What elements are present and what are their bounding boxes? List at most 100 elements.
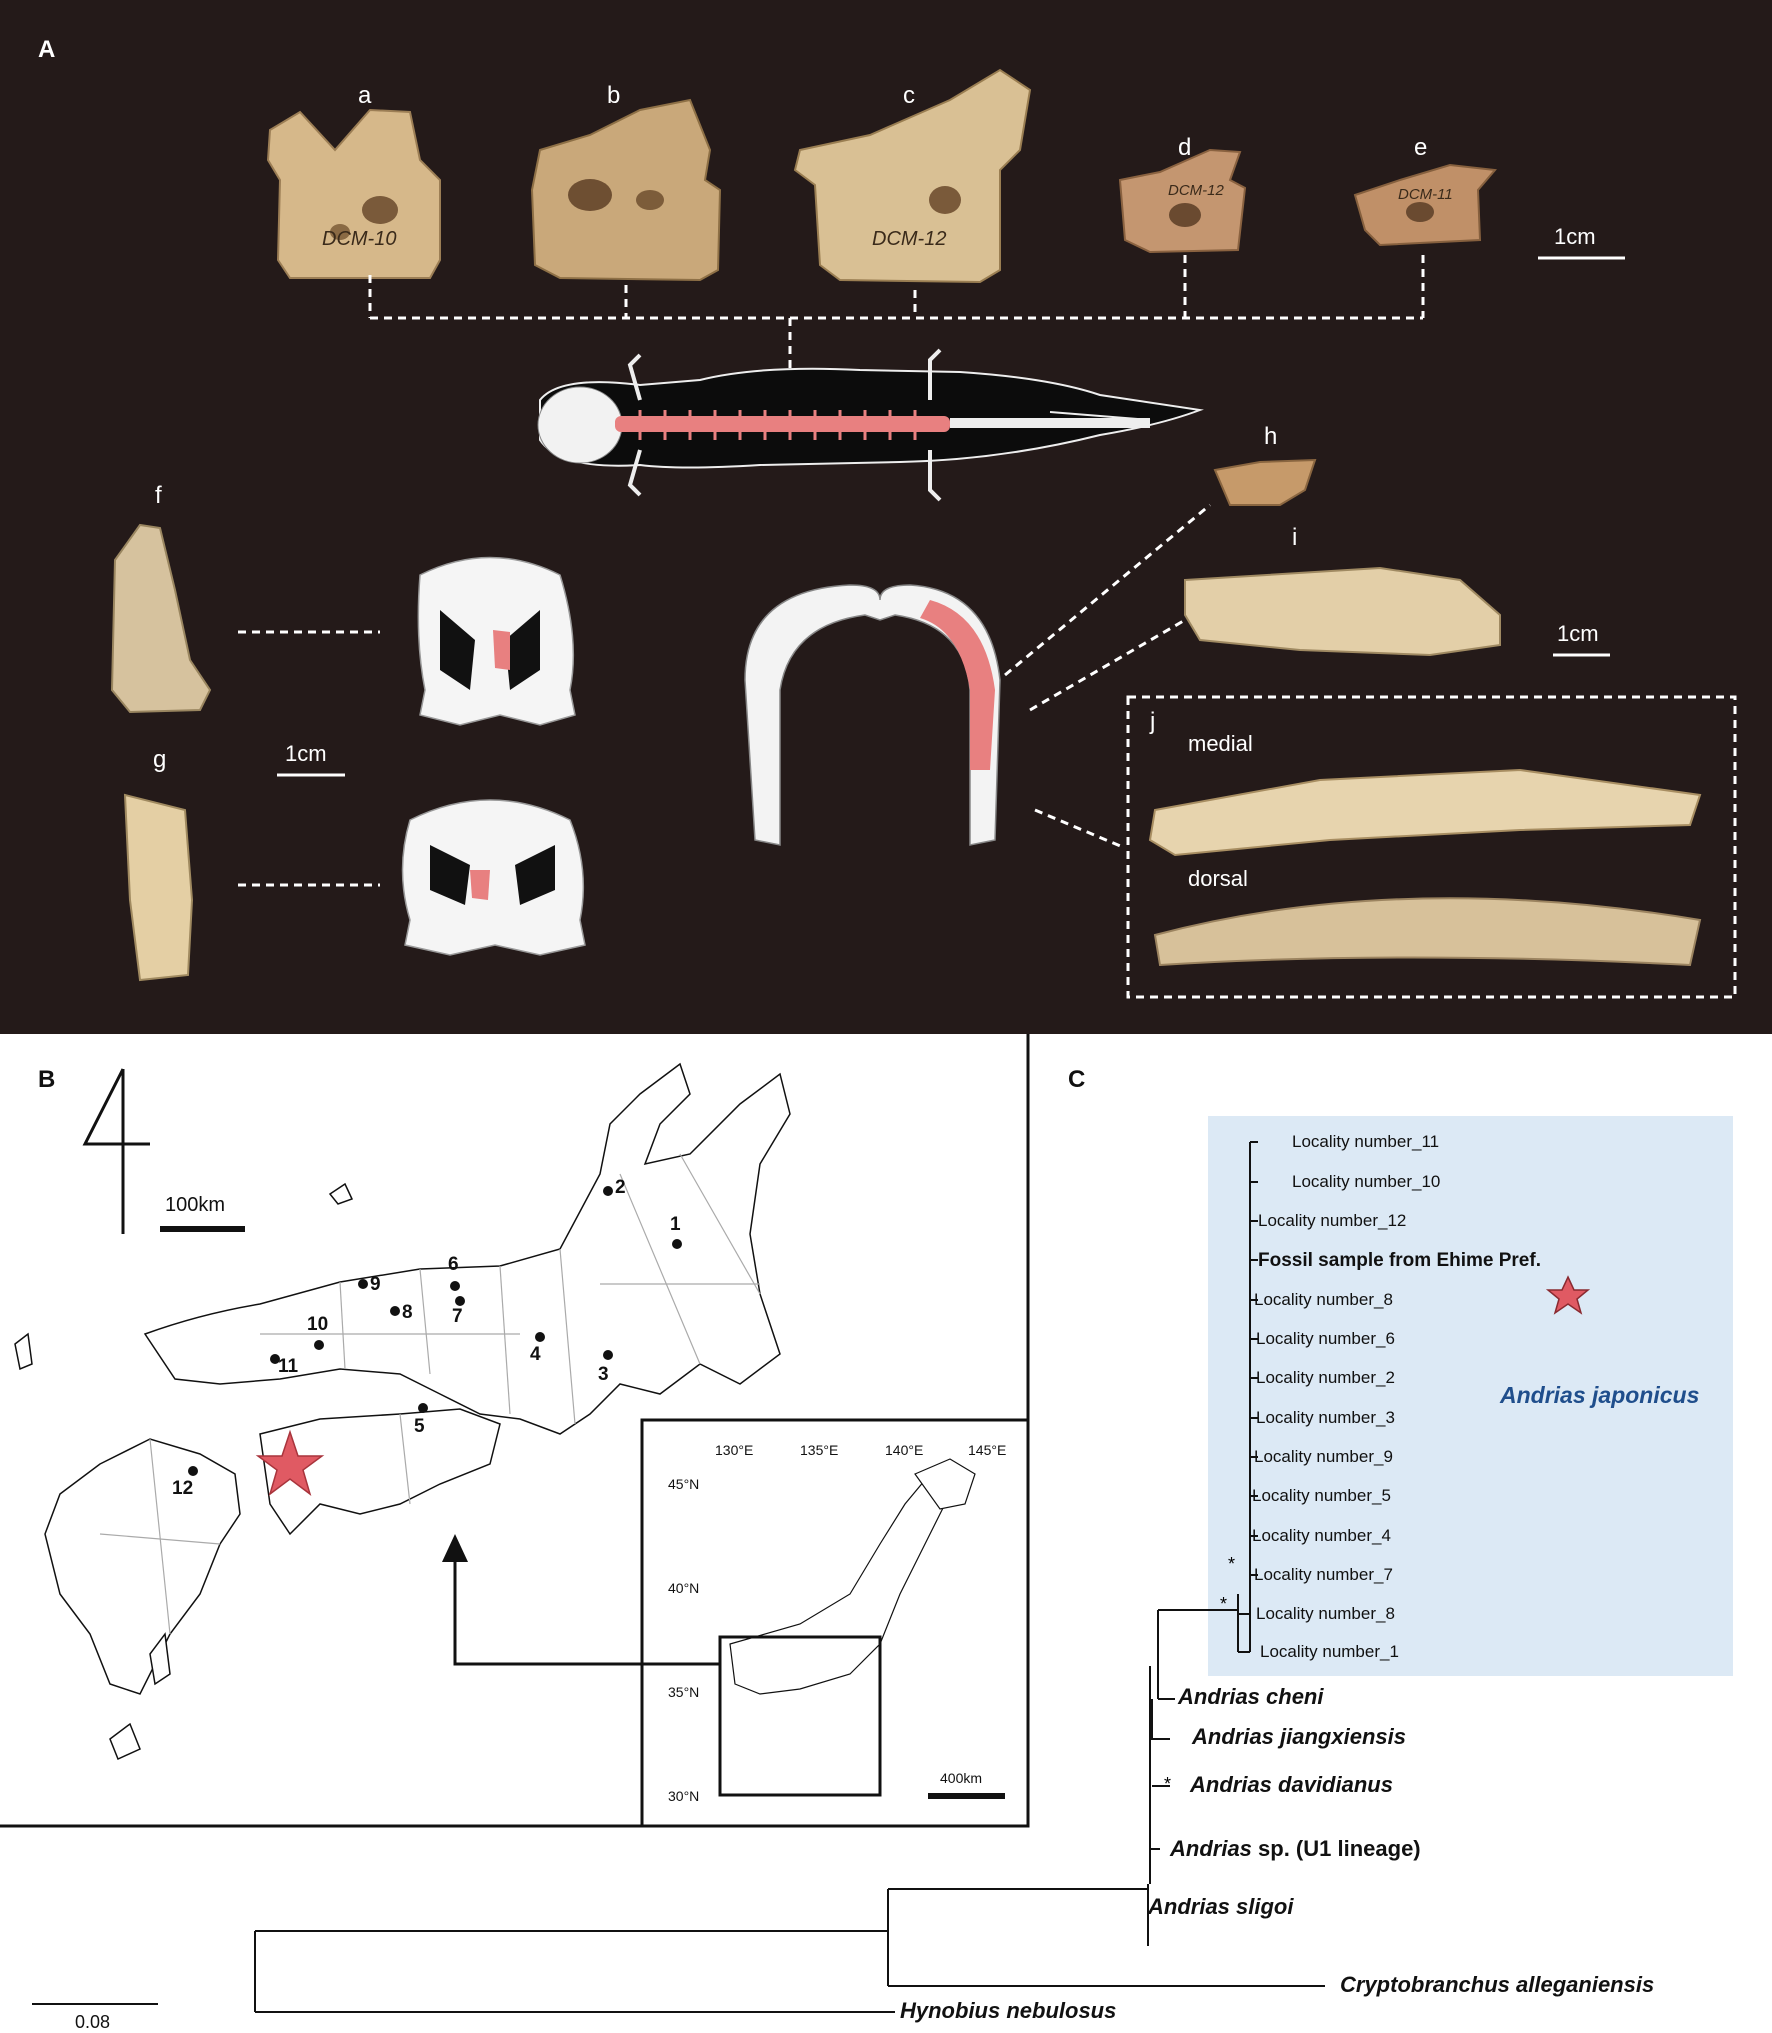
specimen-i (1184, 566, 1501, 657)
lat-40: 40°N (668, 1580, 700, 1596)
lon-130: 130°E (715, 1442, 754, 1458)
vertebra-connectors (368, 255, 1425, 395)
tip-7: Locality number_2 (1256, 1368, 1395, 1387)
japan-map (0, 1034, 1030, 1828)
species-hynobius: Hynobius nebulosus (900, 1998, 1117, 2023)
scale-bars (277, 256, 1625, 777)
species-andrias-sp: Andrias sp. (U1 lineage) (1170, 1836, 1421, 1861)
tip-2: Locality number_10 (1292, 1172, 1441, 1191)
vertebra-a (266, 108, 441, 279)
species-cheni: Andrias cheni (1178, 1684, 1324, 1709)
panel-c: C Lo (0, 1034, 1772, 2032)
japonicus-clade-box (1208, 1116, 1733, 1676)
locator-arrow (453, 1554, 720, 1666)
scale-label-mandible: 1cm (1557, 621, 1599, 646)
specimen-label-b: b (607, 82, 621, 109)
vertebra-c (793, 68, 1032, 284)
locality-label-8: 8 (402, 1302, 413, 1323)
inset-scale-label: 400km (940, 1770, 983, 1786)
vertebra-e (1353, 163, 1497, 247)
specimen-h (1213, 458, 1317, 506)
scale-label-skull: 1cm (285, 741, 327, 766)
tree-scale-label: 0.08 (75, 2012, 111, 2032)
support-3: * (1164, 1774, 1172, 1794)
tip-10: Locality number_5 (1252, 1486, 1391, 1505)
locality-label-9: 9 (370, 1274, 381, 1295)
specimen-g (123, 793, 194, 982)
specimen-j-medial (1148, 768, 1702, 857)
lon-140: 140°E (885, 1442, 924, 1458)
phylogenetic-tree (32, 1141, 1591, 2013)
locality-label-7: 7 (452, 1306, 463, 1327)
locality-dot-8 (390, 1306, 400, 1316)
panel-label-c: C (1068, 1066, 1086, 1093)
locality-label-5: 5 (414, 1416, 425, 1437)
specimen-label-e: e (1414, 134, 1428, 161)
specimen-j-dorsal (1153, 897, 1702, 967)
specimen-label-c: c (903, 82, 915, 109)
locality-dot-10 (314, 1340, 324, 1350)
tip-11: Locality number_4 (1252, 1526, 1391, 1545)
locality-dot-1 (672, 1239, 682, 1249)
locality-label-10: 10 (307, 1314, 329, 1335)
tip-5: Locality number_8 (1254, 1290, 1393, 1309)
locality-dot-2 (603, 1186, 613, 1196)
panel-b: B (0, 1034, 1030, 1828)
tip-8: Locality number_3 (1256, 1408, 1395, 1427)
locality-label-12: 12 (172, 1478, 194, 1499)
specimen-label-i: i (1292, 524, 1298, 551)
specimen-code-d: DCM-12 (1168, 182, 1224, 199)
specimen-label-d: d (1178, 134, 1192, 161)
tip-3: Locality number_12 (1258, 1211, 1407, 1230)
vertebra-b (530, 98, 722, 282)
lon-135: 135°E (800, 1442, 839, 1458)
specimen-label-a: a (358, 82, 372, 109)
locality-label-4: 4 (530, 1344, 541, 1365)
label-dorsal: dorsal (1188, 866, 1248, 891)
specimen-label-j: j (1150, 708, 1156, 735)
locality-dot-11 (270, 1354, 280, 1364)
scale-label-vertebrae: 1cm (1554, 224, 1596, 249)
locality-label-6: 6 (448, 1254, 459, 1275)
skull-diagram-1 (417, 556, 576, 726)
specimen-label-h: h (1264, 423, 1278, 450)
locality-dot-4 (535, 1332, 545, 1342)
fg-connectors (238, 630, 380, 887)
north-arrow (82, 1068, 150, 1234)
locality-dot-12 (188, 1466, 198, 1476)
tip-14: Locality number_1 (1260, 1642, 1399, 1661)
specimen-code-a: DCM-10 (322, 228, 397, 250)
species-cryptobranchus: Cryptobranchus alleganiensis (1340, 1972, 1655, 1997)
tip-6: Locality number_6 (1256, 1329, 1395, 1348)
map-scale-label: 100km (165, 1194, 226, 1216)
support-1: * (1228, 1554, 1236, 1574)
panel-a-artwork (110, 68, 1737, 999)
species-jiangxiensis: Andrias jiangxiensis (1192, 1724, 1406, 1749)
locality-label-2: 2 (615, 1177, 626, 1198)
fossil-site-star (255, 1429, 325, 1496)
prefecture-borders (99, 1153, 761, 1635)
locality-dot-3 (603, 1350, 613, 1360)
inset-japan (729, 1472, 946, 1695)
panel-label-b: B (38, 1066, 56, 1093)
locality-label-3: 3 (598, 1364, 609, 1385)
vertebra-d (1118, 148, 1247, 254)
label-medial: medial (1188, 731, 1253, 756)
tip-12: Locality number_7 (1254, 1565, 1393, 1584)
panel-label-a: A (38, 36, 56, 63)
species-davidianus: Andrias davidianus (1190, 1772, 1393, 1797)
mandible-diagram (744, 584, 1001, 846)
lat-35: 35°N (668, 1684, 700, 1700)
clade-label: Andrias japonicus (1500, 1382, 1700, 1408)
inset-extent-box (718, 1635, 882, 1797)
locality-dot-6 (450, 1281, 460, 1291)
lon-145: 145°E (968, 1442, 1007, 1458)
locality-dot-7 (455, 1296, 465, 1306)
tip-9: Locality number_9 (1254, 1447, 1393, 1466)
fossil-star-icon (1545, 1275, 1591, 1315)
species-sligoi: Andrias sligoi (1148, 1894, 1294, 1919)
locality-label-1: 1 (670, 1214, 681, 1235)
lat-45: 45°N (668, 1476, 700, 1492)
tip-13: Locality number_8 (1256, 1604, 1395, 1623)
support-2: * (1220, 1594, 1228, 1614)
